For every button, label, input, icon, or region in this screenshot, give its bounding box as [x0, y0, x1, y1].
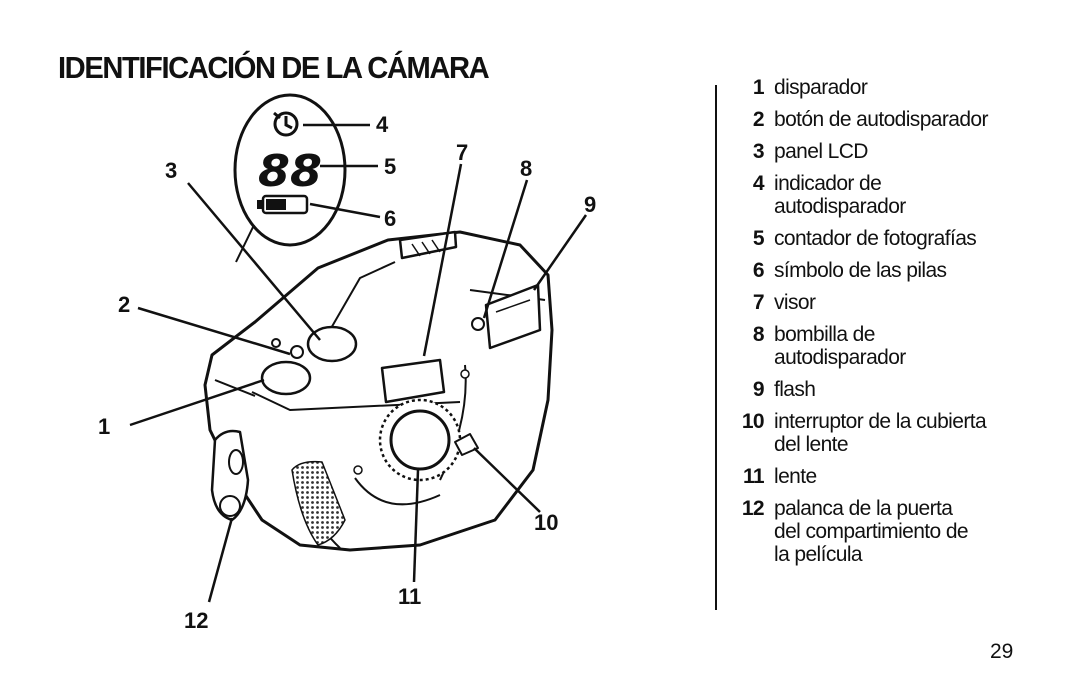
legend-text: visor	[774, 291, 816, 314]
legend-number: 11	[743, 465, 765, 488]
callout-12: 12	[184, 608, 208, 633]
legend-number: 9	[752, 378, 765, 401]
callout-9: 9	[584, 192, 596, 217]
shutter-button	[260, 360, 312, 396]
battery-icon	[257, 194, 309, 215]
callout-11: 11	[398, 584, 421, 609]
legend-number: 1	[752, 76, 765, 99]
camera-body	[203, 230, 554, 552]
legend-number: 7	[752, 291, 765, 314]
page-number: 29	[990, 640, 1014, 663]
page-title: IDENTIFICACIÓN DE LA CÁMARA	[58, 50, 490, 85]
legend-text: contador de fotografías	[774, 227, 977, 250]
legend-text: símbolo de las pilas	[774, 259, 947, 282]
legend-number: 4	[752, 172, 765, 195]
parts-legend: 1 disparador 2 botón de autodisparador 3 pa…	[728, 76, 1068, 566]
self-timer-button	[290, 345, 304, 359]
viewfinder	[380, 358, 446, 404]
leader-lines	[129, 123, 588, 603]
legend-number: 8	[752, 323, 765, 346]
callout-5: 5	[384, 154, 396, 179]
callout-1: 1	[98, 414, 110, 439]
legend-text: panel LCD	[774, 140, 868, 163]
callout-6: 6	[384, 206, 396, 231]
legend-item: 9 flash	[728, 378, 1068, 401]
callout-3: 3	[165, 158, 177, 183]
camera-diagram: 88	[98, 93, 596, 633]
lcd-detail: 88	[233, 93, 347, 263]
grip-texture	[291, 460, 346, 546]
callout-2: 2	[118, 292, 130, 317]
lcd-digits: 88	[258, 146, 322, 197]
legend-text: flash	[774, 378, 816, 401]
legend-item: 6 símbolo de las pilas	[728, 259, 1068, 282]
legend-item: 7 visor	[728, 291, 1068, 314]
legend-number: 5	[752, 227, 765, 250]
legend-item: 1 disparador	[728, 76, 1068, 99]
callout-10: 10	[534, 510, 558, 535]
callout-8: 8	[520, 156, 532, 181]
legend-item: 11 lente	[728, 465, 1068, 488]
callout-7: 7	[456, 140, 468, 165]
lens	[389, 409, 451, 471]
legend-item: 2 botón de autodisparador	[728, 108, 1068, 131]
column-divider	[715, 85, 717, 610]
self-timer-lamp	[471, 317, 485, 331]
legend-text: lente	[774, 465, 817, 488]
legend-number: 10	[741, 410, 765, 433]
legend-number: 12	[741, 497, 765, 520]
callout-4: 4	[376, 112, 389, 137]
lcd-panel	[306, 325, 358, 363]
legend-number: 2	[752, 108, 765, 131]
legend-number: 3	[752, 140, 765, 163]
legend-item: 3 panel LCD	[728, 140, 1068, 163]
legend-item: 5 contador de fotografías	[728, 227, 1068, 250]
legend-text: disparador	[774, 76, 868, 99]
timer-icon	[273, 111, 299, 137]
legend-text: botón de autodisparador	[774, 108, 988, 131]
legend-number: 6	[752, 259, 765, 282]
lens-cover-switch	[454, 433, 479, 456]
